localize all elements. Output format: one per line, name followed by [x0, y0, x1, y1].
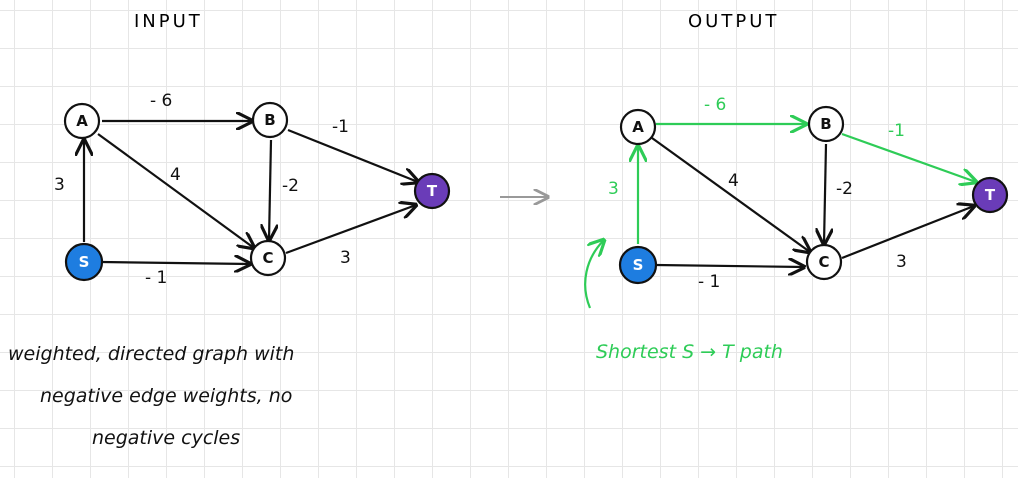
- node-s: S: [64, 242, 104, 282]
- input-caption-line-3: negative cycles: [92, 427, 240, 449]
- node-b-label: B: [264, 111, 275, 129]
- caption-pointer-arrow: [584, 240, 604, 309]
- node-c-label: C: [818, 253, 829, 271]
- edge-b-c: [269, 139, 271, 240]
- weight-s-a: 3: [608, 179, 619, 199]
- weight-s-a: 3: [54, 175, 65, 195]
- node-b: B: [251, 101, 289, 139]
- node-s-label: S: [79, 253, 90, 271]
- edge-c-t: [841, 206, 974, 260]
- node-s: S: [618, 245, 658, 285]
- weight-b-t: -1: [888, 121, 905, 141]
- edge-a-c: [651, 137, 810, 252]
- input-panel: INPUT 3 - 6 4 -2 -1 - 1 3 A B C: [8, 11, 451, 449]
- node-t-label: T: [427, 182, 438, 200]
- weight-a-c: 4: [170, 165, 181, 185]
- node-c: C: [805, 243, 843, 281]
- weight-c-t: 3: [896, 252, 907, 272]
- node-t: T: [413, 172, 451, 210]
- weight-s-c: - 1: [145, 268, 167, 288]
- node-b: B: [807, 105, 845, 143]
- weight-a-c: 4: [728, 171, 739, 191]
- weight-b-c: -2: [836, 179, 853, 199]
- output-title: OUTPUT: [688, 11, 779, 32]
- weight-a-b: - 6: [704, 95, 726, 115]
- input-caption-line-2: negative edge weights, no: [40, 385, 292, 407]
- output-caption: Shortest S → T path: [596, 341, 783, 363]
- node-a-label: A: [76, 112, 88, 130]
- node-t: T: [971, 176, 1009, 214]
- weight-b-c: -2: [282, 176, 299, 196]
- weight-c-t: 3: [340, 248, 351, 268]
- node-a: A: [619, 108, 657, 146]
- input-title: INPUT: [134, 11, 203, 32]
- node-a-label: A: [632, 118, 644, 136]
- weight-b-t: -1: [332, 117, 349, 137]
- node-s-label: S: [633, 256, 644, 274]
- weight-s-c: - 1: [698, 272, 720, 292]
- edge-b-t-highlighted: [841, 132, 976, 182]
- node-a: A: [63, 102, 101, 140]
- output-panel: OUTPUT 3 - 6 4 -2 -1 - 1 3 A B C: [584, 11, 1009, 363]
- edge-a-c: [97, 133, 254, 248]
- edge-c-t: [285, 205, 416, 255]
- edge-s-c: [101, 262, 250, 264]
- input-caption-line-1: weighted, directed graph with: [8, 343, 294, 365]
- node-b-label: B: [820, 115, 831, 133]
- weight-a-b: - 6: [150, 91, 172, 111]
- node-t-label: T: [985, 186, 996, 204]
- edge-b-t: [287, 128, 418, 182]
- node-c: C: [249, 239, 287, 277]
- edge-s-c: [655, 265, 804, 267]
- node-c-label: C: [262, 249, 273, 267]
- edge-b-c: [824, 143, 826, 244]
